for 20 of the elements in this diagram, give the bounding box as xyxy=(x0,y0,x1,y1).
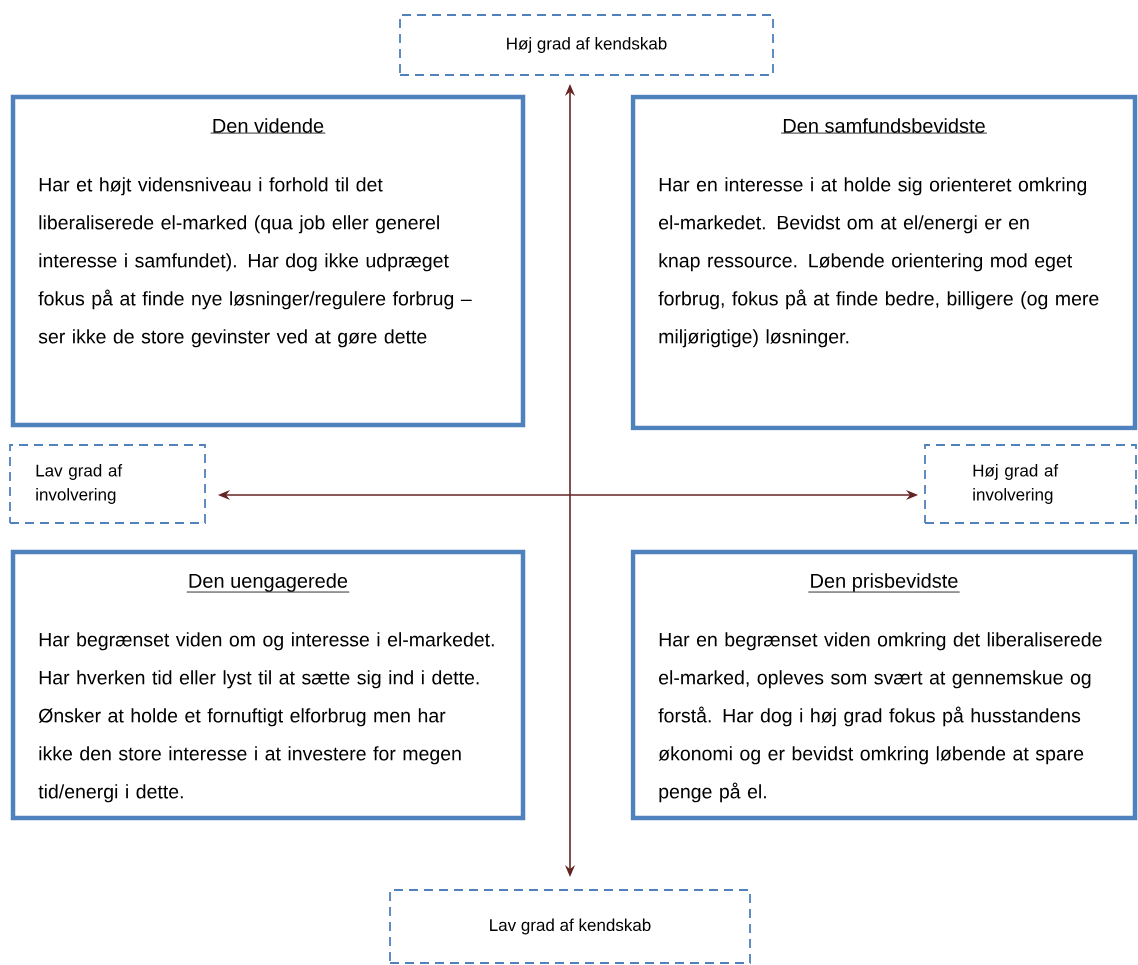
axis-label-box xyxy=(9,444,206,524)
axis-label: Høj grad af involvering xyxy=(973,464,1059,504)
quadrant-box xyxy=(630,94,1138,431)
description: Har en begrænset viden omkring det liberaliserede el-marked, opleves som svært at gennemskue og forstå. Har dog i høj grad fokus på husstandens økonomi og er bevidst omkring løbende at spare penge på el. xyxy=(658,632,1102,803)
heading: Den prisbevidste xyxy=(807,573,961,593)
description: Har et højt vidensniveau i forhold til det liberaliserede el-marked (qua job eller generel interesse i samfundet). Har dog ikke udpræget fokus på at finde nye løsninger/regulere forbrug – ser ikke de store gevinster ved at gøre dette xyxy=(38,177,472,348)
description: Har en interesse i at holde sig orienteret omkring el-markedet. Bevidst om at el/energi er en knap ressource. Løbende orientering mod eget forbrug, fokus på at finde bedre, billigere (og mere miljørigtige) løsninger. xyxy=(658,177,1099,348)
quadrant-box xyxy=(10,94,526,428)
axis-label: Lav grad af kendskab xyxy=(490,918,651,935)
axis-label: Høj grad af kendskab xyxy=(507,37,667,53)
axis-label-box xyxy=(924,444,1137,524)
heading: Den samfundsbevidste xyxy=(780,118,988,134)
description: Har begrænset viden om og interesse i el-markedet. Har hverken tid eller lyst til at sætte sig ind i dette. Ønsker at holde et fornuftigt elforbrug men har ikke den store interesse i at investere for megen tid/energi i dette. xyxy=(38,632,494,803)
axis-label: Lav grad af involvering xyxy=(36,464,123,504)
heading: Den uengagerede xyxy=(186,573,350,593)
quadrant-box xyxy=(10,549,526,821)
heading: Den vidende xyxy=(210,118,326,134)
quadrant-box xyxy=(630,549,1138,821)
axis-label-box xyxy=(389,889,751,964)
axis-label-box xyxy=(399,14,774,76)
